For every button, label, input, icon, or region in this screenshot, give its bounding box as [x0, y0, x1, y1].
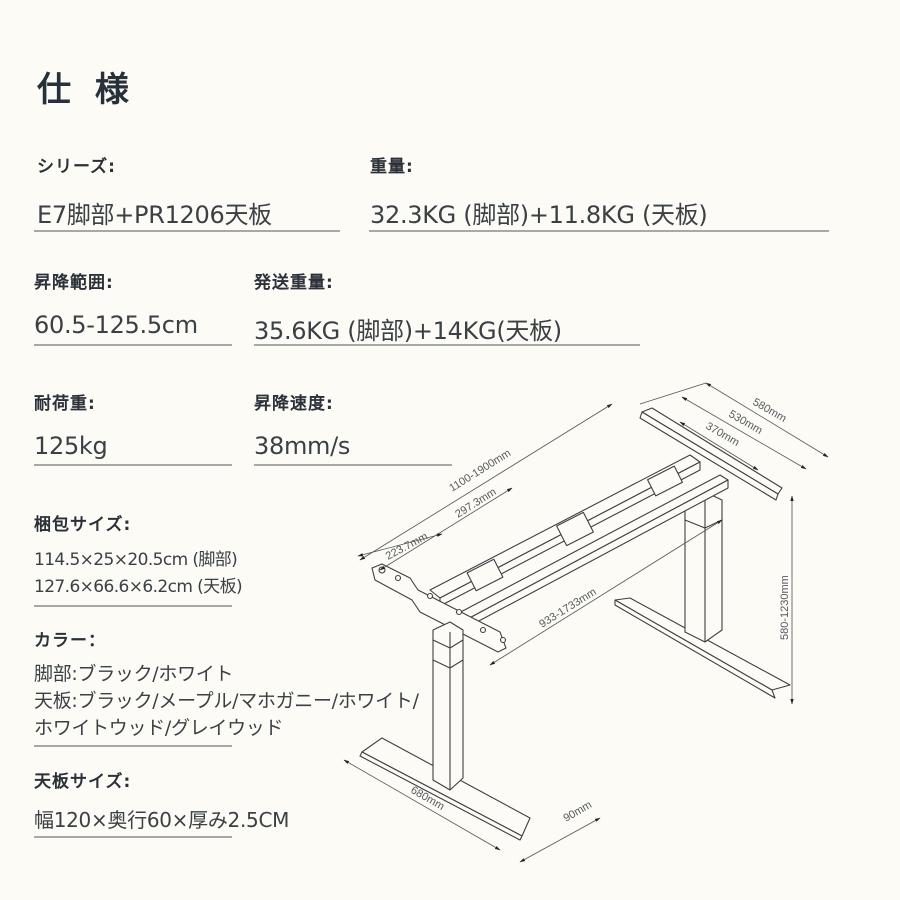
- spec-weight-label: 重量:: [370, 157, 414, 177]
- package-size-top: 127.6×66.6×6.2cm (天板): [34, 577, 243, 597]
- spec-series-value: E7脚部+PR1206天板: [37, 201, 272, 229]
- divider: [34, 464, 232, 466]
- divider: [369, 230, 829, 232]
- divider: [34, 836, 232, 838]
- dim-297: 297.3mm: [453, 486, 498, 520]
- spec-top-size-value: 幅120×奥行60×厚み2.5CM: [34, 808, 290, 832]
- spec-shipping-weight-label: 発送重量:: [254, 273, 334, 293]
- divider: [34, 745, 232, 747]
- color-top: 天板:ブラック/メープル/マホガニー/ホワイト/ホワイトウッド/グレイウッド: [34, 690, 419, 739]
- color-legs: 脚部:ブラック/ホワイト: [34, 663, 234, 685]
- dim-223: 223.7mm: [384, 531, 430, 563]
- package-size-legs: 114.5×25×20.5cm (脚部): [34, 550, 238, 570]
- dim-580: 580mm: [751, 396, 789, 425]
- spec-top-size: 天板サイズ: 幅120×奥行60×厚み2.5CM: [34, 767, 289, 833]
- page-title: 仕 様: [37, 70, 135, 110]
- spec-height-range-label: 昇降範囲:: [34, 273, 114, 293]
- spec-package-size: 梱包サイズ: 114.5×25×20.5cm (脚部) 127.6×66.6×6…: [34, 510, 243, 601]
- divider: [34, 605, 232, 607]
- spec-load-capacity-value: 125kg: [34, 432, 108, 460]
- divider: [34, 344, 232, 346]
- dim-933-1733: 933-1733mm: [537, 586, 598, 631]
- spec-height-range-value: 60.5-125.5cm: [34, 311, 198, 339]
- divider: [34, 230, 340, 232]
- divider: [254, 464, 452, 466]
- divider: [254, 344, 640, 346]
- spec-lift-speed-label: 昇降速度:: [254, 394, 334, 414]
- spec-color-value: 脚部:ブラック/ホワイト 天板:ブラック/メープル/マホガニー/ホワイト/ホワイ…: [34, 661, 434, 742]
- spec-weight-value: 32.3KG (脚部)+11.8KG (天板): [370, 201, 708, 229]
- dim-1100-1900: 1100-1900mm: [447, 447, 513, 494]
- left-leg: [432, 621, 464, 791]
- dim-90: 90mm: [562, 799, 594, 825]
- spec-color: カラー： 脚部:ブラック/ホワイト 天板:ブラック/メープル/マホガニー/ホワイ…: [34, 626, 434, 742]
- right-leg: [684, 491, 723, 643]
- spec-shipping-weight: 発送重量: 35.6KG (脚部)+14KG(天板): [254, 268, 562, 346]
- spec-load-capacity-label: 耐荷重:: [34, 394, 96, 414]
- spec-weight: 重量: 32.3KG (脚部)+11.8KG (天板): [370, 152, 708, 230]
- spec-package-size-value: 114.5×25×20.5cm (脚部) 127.6×66.6×6.2cm (天…: [34, 547, 243, 601]
- dim-580-1230: 580-1230mm: [779, 575, 791, 640]
- spec-shipping-weight-value: 35.6KG (脚部)+14KG(天板): [254, 317, 562, 345]
- spec-load-capacity: 耐荷重: 125kg: [34, 389, 108, 460]
- desk-frame-drawing: 580mm 530mm 370mm 1100-1900mm 297.3mm 22…: [343, 382, 829, 863]
- spec-package-size-label: 梱包サイズ:: [34, 515, 132, 535]
- spec-series-label: シリーズ:: [37, 157, 116, 177]
- spec-color-label: カラー：: [34, 631, 106, 651]
- spec-top-size-label: 天板サイズ:: [34, 772, 132, 792]
- spec-series: シリーズ: E7脚部+PR1206天板: [37, 152, 272, 230]
- spec-height-range: 昇降範囲: 60.5-125.5cm: [34, 268, 198, 339]
- spec-lift-speed-value: 38mm/s: [254, 432, 351, 460]
- spec-lift-speed: 昇降速度: 38mm/s: [254, 389, 350, 460]
